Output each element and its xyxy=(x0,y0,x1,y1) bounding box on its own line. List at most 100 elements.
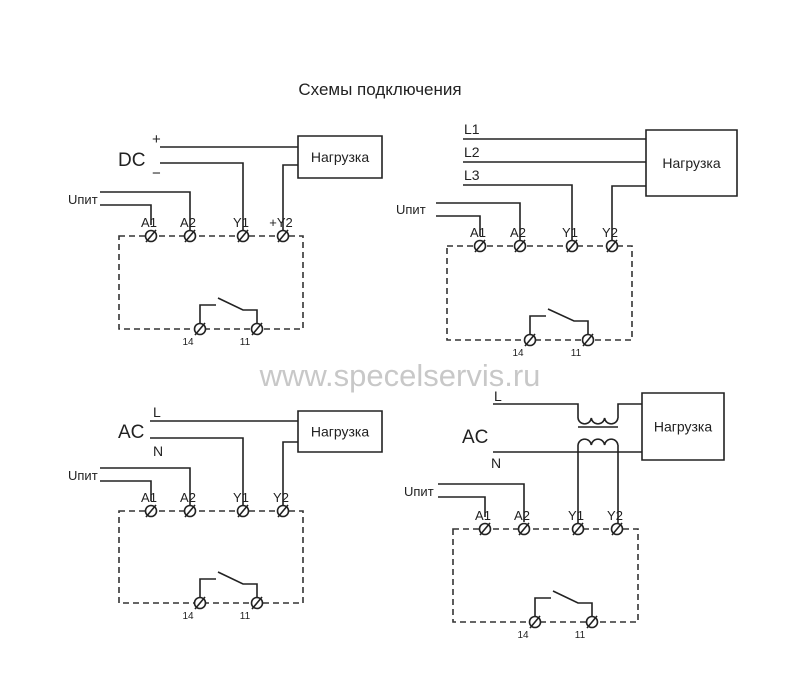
line-label: − xyxy=(152,165,161,182)
terminal-screw-icon xyxy=(183,229,197,243)
terminal-screw-icon xyxy=(585,615,599,629)
load-label: Нагрузка xyxy=(311,149,369,165)
terminal-label: 11 xyxy=(240,611,251,622)
terminal-label: Y1 xyxy=(233,490,249,505)
terminal-label: 11 xyxy=(240,337,251,348)
page-title: Схемы подключения xyxy=(298,80,461,99)
terminal-label: Y2 xyxy=(607,508,623,523)
supply-wire xyxy=(436,202,521,241)
wire xyxy=(160,162,244,231)
contact-wire xyxy=(199,304,216,329)
relay-contact-switch xyxy=(217,571,258,603)
terminal-label: A2 xyxy=(510,225,526,240)
terminal-label: 14 xyxy=(182,611,194,622)
contact-wire xyxy=(199,578,216,603)
contact-wire xyxy=(529,315,546,340)
terminal-screw-icon xyxy=(478,522,492,536)
wire xyxy=(282,164,298,231)
transformer-secondary-coil xyxy=(577,438,619,446)
terminal-screw-icon xyxy=(565,239,579,253)
terminal-screw-icon xyxy=(250,322,264,336)
source-label: DC xyxy=(118,150,145,171)
terminal-label: A2 xyxy=(514,508,530,523)
terminal-screw-icon xyxy=(473,239,487,253)
terminal-screw-icon xyxy=(236,504,250,518)
load-box xyxy=(297,410,383,453)
load-label: Нагрузка xyxy=(662,155,720,171)
terminal-label: 14 xyxy=(517,630,529,641)
source-label: AC xyxy=(462,427,488,448)
supply-voltage-label: Uпит xyxy=(396,202,426,217)
terminal-screw-icon xyxy=(144,504,158,518)
supply-wire xyxy=(100,480,152,501)
terminal-screw-icon xyxy=(517,522,531,536)
terminal-label: 14 xyxy=(182,337,194,348)
line-label: L1 xyxy=(464,121,480,137)
watermark: www.specelservis.ru xyxy=(259,358,541,393)
terminal-screw-icon xyxy=(236,229,250,243)
line-label: L xyxy=(153,404,161,420)
load-box xyxy=(645,129,738,197)
terminal-label: A1 xyxy=(141,215,157,230)
supply-wire xyxy=(100,191,191,230)
relay-contact-switch xyxy=(547,308,589,340)
terminal-label: A2 xyxy=(180,490,196,505)
terminal-screw-icon xyxy=(193,596,207,610)
supply-voltage-label: Uпит xyxy=(404,484,434,499)
terminal-label: A1 xyxy=(470,225,486,240)
terminal-screw-icon xyxy=(276,229,290,243)
terminal-screw-icon xyxy=(183,504,197,518)
supply-wire xyxy=(438,483,525,522)
source-label: AC xyxy=(118,422,144,443)
supply-wire xyxy=(436,215,481,236)
wire xyxy=(493,403,579,418)
terminal-label: 14 xyxy=(512,348,524,359)
terminal-screw-icon xyxy=(581,333,595,347)
terminal-screw-icon xyxy=(523,333,537,347)
terminal-screw-icon xyxy=(144,229,158,243)
terminal-label: Y2 xyxy=(602,225,618,240)
supply-wire xyxy=(100,204,152,225)
supply-wire xyxy=(100,467,191,506)
terminal-screw-icon xyxy=(610,522,624,536)
line-label: + xyxy=(152,131,161,148)
wire xyxy=(611,185,646,241)
wire xyxy=(150,437,244,506)
relay-housing xyxy=(446,245,633,341)
load-label: Нагрузка xyxy=(311,424,369,440)
terminal-screw-icon xyxy=(605,239,619,253)
wire xyxy=(282,441,298,506)
terminal-label: A2 xyxy=(180,215,196,230)
terminal-label: 11 xyxy=(575,630,586,641)
load-label: Нагрузка xyxy=(654,419,712,435)
line-label: L2 xyxy=(464,144,480,160)
terminal-screw-icon xyxy=(193,322,207,336)
relay-housing xyxy=(452,528,639,623)
terminal-label: Y1 xyxy=(233,215,249,230)
relay-contact-switch xyxy=(552,590,593,622)
terminal-label: Y1 xyxy=(568,508,584,523)
terminal-screw-icon xyxy=(571,522,585,536)
terminal-label: A1 xyxy=(475,508,491,523)
terminal-screw-icon xyxy=(250,596,264,610)
line-label: N xyxy=(491,455,501,471)
transformer-primary-coil xyxy=(577,417,619,425)
load-box xyxy=(297,135,383,179)
terminal-screw-icon xyxy=(528,615,542,629)
supply-voltage-label: Uпит xyxy=(68,468,98,483)
relay-housing xyxy=(118,510,304,604)
supply-wire xyxy=(438,496,486,517)
terminal-label: Y1 xyxy=(562,225,578,240)
terminal-screw-icon xyxy=(513,239,527,253)
terminal-label: +Y2 xyxy=(269,215,293,230)
load-box xyxy=(641,392,725,461)
relay-housing xyxy=(118,235,304,330)
contact-wire xyxy=(534,597,551,622)
supply-voltage-label: Uпит xyxy=(68,192,98,207)
line-label: L3 xyxy=(464,167,480,183)
